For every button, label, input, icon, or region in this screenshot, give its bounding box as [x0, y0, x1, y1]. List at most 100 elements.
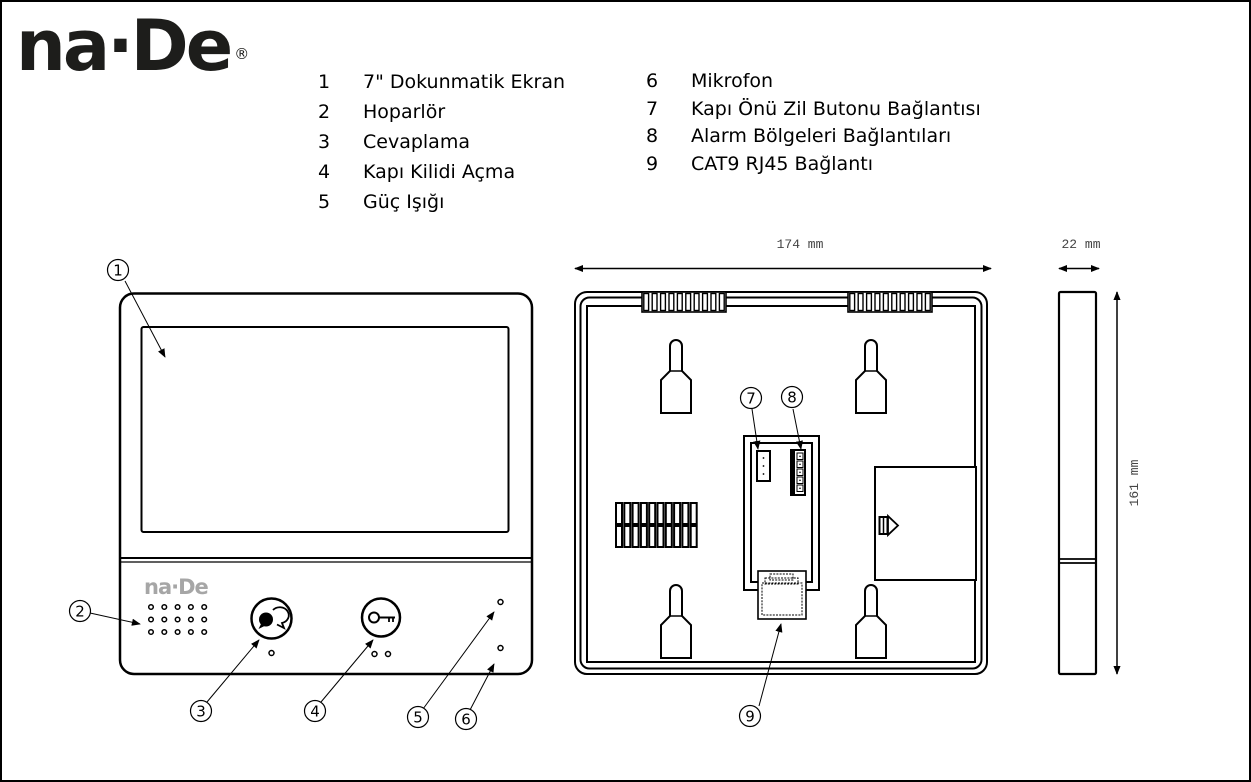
vent-slot	[648, 502, 657, 525]
speaker-hole	[174, 628, 181, 636]
speaker-hole	[161, 628, 168, 636]
callout-number: 2	[75, 603, 85, 621]
legend-label: Kapı Önü Zil Butonu Bağlantısı	[691, 97, 981, 120]
vent-fin	[916, 292, 923, 312]
side-housing	[1057, 290, 1098, 676]
keyhole-slot	[660, 584, 692, 659]
keyhole-slot	[855, 339, 887, 414]
legend-label: CAT9 RJ45 Bağlantı	[691, 152, 873, 175]
speaker-hole	[147, 628, 155, 636]
callout-5: 5	[406, 611, 495, 729]
vent-fin	[882, 292, 889, 312]
vent-slot	[681, 525, 690, 548]
keyhole-slot	[855, 584, 887, 659]
vent-slot	[689, 525, 698, 548]
callout-8: 8	[780, 385, 804, 450]
terminal-pin-dot	[799, 487, 801, 490]
vent-slot	[639, 525, 648, 548]
back-view	[574, 291, 988, 675]
callout-number: 8	[787, 389, 797, 407]
legend-number: 4	[318, 161, 331, 183]
vent-slot	[639, 502, 648, 525]
alarm-terminal-block	[790, 449, 806, 496]
callout-number: 6	[461, 711, 471, 729]
callout-number: 1	[113, 262, 123, 280]
vent-slot	[615, 525, 623, 548]
dimension-height-label: 161 mm	[1127, 459, 1142, 506]
speaker-hole	[187, 616, 194, 623]
dimension-width: 174 mm	[574, 237, 992, 273]
speaker-hole	[147, 603, 155, 611]
touch-screen	[140, 326, 510, 533]
vent-fin	[701, 292, 709, 312]
vent-slot	[673, 525, 682, 548]
vent-slot	[656, 502, 665, 525]
legend-label: Güç Işığı	[363, 191, 445, 213]
back-housing-outer	[574, 291, 988, 675]
legend-number: 5	[318, 191, 331, 213]
vent-fins-top	[641, 291, 933, 313]
vent-fin-group	[847, 291, 933, 313]
speaker-hole	[201, 616, 208, 623]
speaker-hole	[161, 603, 168, 611]
vent-slot	[631, 502, 640, 525]
vent-fin	[718, 292, 725, 312]
callout-4: 4	[303, 639, 374, 723]
vent-fin	[907, 292, 915, 312]
legend-number: 9	[646, 152, 659, 175]
vent-slot	[631, 525, 640, 548]
vent-fin	[891, 292, 898, 312]
vent-slot	[623, 525, 632, 548]
speaker-grille	[147, 603, 208, 636]
front-view: na·De	[118, 292, 534, 676]
legend-number: 8	[646, 125, 659, 147]
terminal-pin-dot	[799, 463, 801, 466]
speaker-hole	[174, 603, 181, 611]
brand-logo-text: na·De	[16, 5, 233, 87]
dimension-width-label: 174 mm	[777, 237, 824, 252]
terminal-pin-dot	[799, 471, 801, 474]
vent-slot	[673, 502, 682, 525]
rj45-port	[757, 570, 807, 620]
brand-logo: na·De®	[16, 5, 249, 87]
callout-number: 3	[196, 703, 206, 721]
vent-slot	[689, 502, 698, 525]
vent-fin	[651, 292, 658, 312]
legend-label: Kapı Kilidi Açma	[363, 161, 516, 183]
keyhole-slots	[660, 339, 887, 659]
legend-number: 6	[646, 70, 659, 92]
callout-3: 3	[189, 639, 260, 723]
legend-number: 1	[318, 71, 331, 93]
dimension-depth: 22 mm	[1058, 237, 1101, 273]
callout-number: 4	[310, 703, 320, 721]
key-icon	[368, 611, 395, 624]
doorbell-terminal-block	[756, 450, 771, 482]
vent-fin	[693, 292, 700, 312]
vent-fin	[676, 292, 683, 312]
callout-2: 2	[68, 599, 141, 626]
vent-slot	[648, 525, 657, 548]
door-unlock-button	[360, 597, 402, 658]
vent-fin	[874, 292, 881, 312]
speaker-hole	[161, 616, 168, 623]
vent-slot	[664, 502, 673, 525]
callout-number: 7	[746, 390, 756, 408]
callout-number: 5	[413, 709, 423, 727]
answer-indicator-led	[268, 649, 275, 657]
vent-fin-group	[641, 291, 727, 313]
latch-arrow-icon	[887, 513, 900, 538]
vent-slot	[681, 502, 690, 525]
front-housing	[118, 292, 534, 676]
callout-9: 9	[738, 623, 783, 728]
microphone-hole	[497, 644, 504, 652]
vent-fin	[710, 292, 717, 312]
vent-fin	[924, 292, 931, 312]
vent-fin	[685, 292, 692, 312]
vent-fin	[659, 292, 667, 312]
back-housing-middle	[579, 296, 983, 670]
callout-7: 7	[739, 386, 763, 450]
answer-button	[250, 597, 293, 657]
vent-fin	[668, 292, 675, 312]
legend-label: Mikrofon	[691, 70, 774, 92]
unlock-indicator-led	[384, 650, 392, 658]
